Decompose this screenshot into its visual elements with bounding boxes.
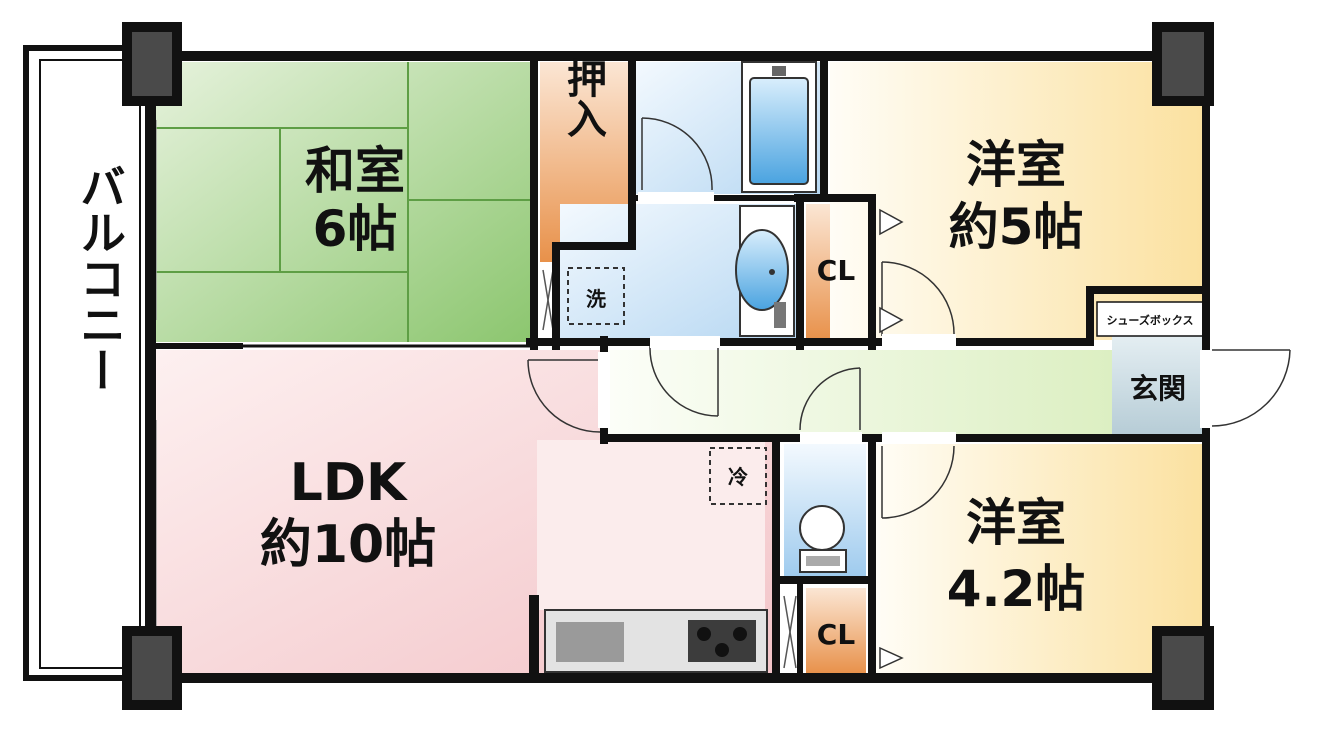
door-swings bbox=[527, 117, 1291, 519]
yoshitsu-top-size: 約5帖 bbox=[949, 198, 1084, 256]
door-gaps bbox=[598, 192, 1212, 444]
oshiire-label: 押入 bbox=[560, 58, 607, 138]
washitsu-size: 6帖 bbox=[313, 200, 398, 258]
fridge-label: 冷 bbox=[728, 465, 748, 489]
toilet bbox=[799, 505, 847, 573]
yoshitsu-bottom-name: 洋室 bbox=[966, 494, 1066, 552]
corridor-floor bbox=[608, 350, 1114, 436]
washitsu-floor bbox=[155, 62, 530, 342]
bathtub bbox=[741, 61, 817, 193]
closet-top-label: CL bbox=[817, 254, 856, 287]
sliding-door-markers bbox=[542, 269, 797, 669]
washer-label: 洗 bbox=[586, 287, 606, 311]
yoshitsu-bottom-size: 4.2帖 bbox=[947, 560, 1086, 618]
balcony: バルコニー bbox=[23, 45, 151, 681]
genkan-label: 玄関 bbox=[1130, 372, 1186, 405]
shoebox-label: シューズボックス bbox=[1106, 313, 1193, 327]
washitsu-name: 和室 bbox=[305, 142, 405, 200]
ldk-size: 約10帖 bbox=[260, 515, 436, 575]
closet-bottom-label: CL bbox=[817, 618, 856, 651]
yoshitsu-top-name: 洋室 bbox=[966, 136, 1066, 194]
ldk-name: LDK bbox=[290, 453, 408, 513]
shoebox bbox=[1096, 301, 1205, 337]
pillars bbox=[122, 22, 1214, 710]
kitchen-floor bbox=[537, 440, 765, 610]
wash-basin bbox=[735, 205, 795, 337]
yoshitsu-bottom-floor bbox=[876, 444, 1204, 678]
kitchen-counter bbox=[544, 609, 768, 673]
genkan-floor bbox=[1112, 336, 1204, 436]
balcony-label: バルコニー bbox=[73, 163, 127, 393]
tatami-lines bbox=[155, 62, 530, 342]
washer-space bbox=[567, 267, 625, 325]
closet-door-markers bbox=[879, 208, 904, 670]
fridge-space bbox=[709, 447, 767, 505]
closet-bottom-floor bbox=[806, 588, 866, 674]
